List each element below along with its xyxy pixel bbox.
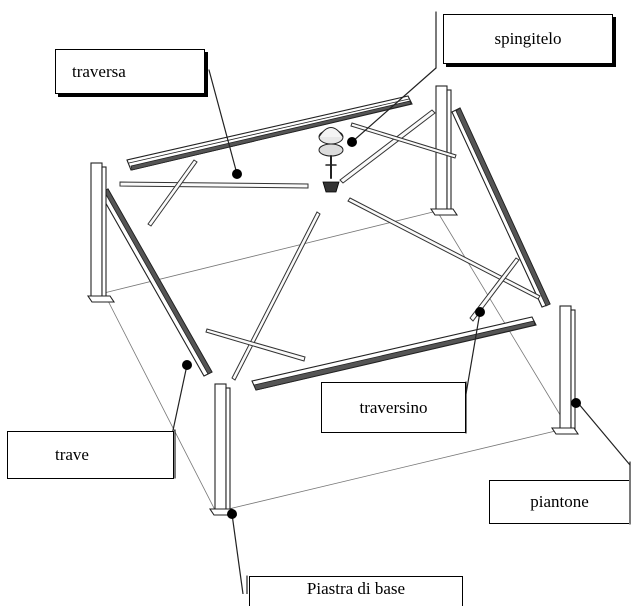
- label-piastra-di-base: Piastra di base: [249, 576, 463, 606]
- label-spingitelo: spingitelo: [443, 14, 613, 64]
- front-beam: [251, 316, 537, 391]
- spingitelo-parts: [318, 127, 344, 193]
- label-traversino: traversino: [321, 382, 466, 433]
- post-front-right: [550, 305, 580, 435]
- post-left: [86, 162, 116, 303]
- leader-lines: [171, 67, 631, 594]
- right-beam: [451, 107, 551, 308]
- label-trave: trave: [7, 431, 174, 479]
- rods: [119, 109, 541, 381]
- post-front-left: [208, 383, 238, 516]
- left-beam-trave: [99, 188, 213, 377]
- label-piantone: piantone: [489, 480, 629, 524]
- back-beam: [126, 95, 413, 171]
- label-traversa: traversa: [55, 49, 205, 94]
